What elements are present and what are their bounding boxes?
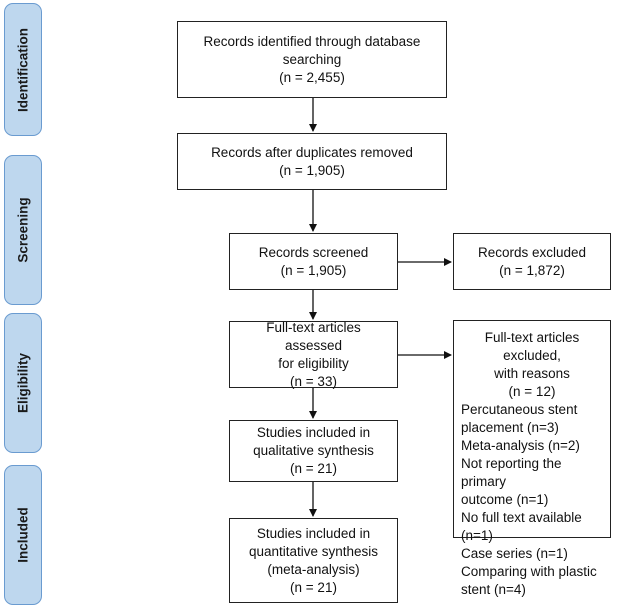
box-qualitative-synthesis: Studies included in qualitative synthesi…: [229, 420, 398, 482]
box-quantitative-synthesis-line2: quantitative synthesis: [248, 543, 379, 559]
box-quantitative-synthesis-line1: Studies included in: [256, 525, 371, 541]
stage-eligibility: Eligibility: [4, 313, 42, 453]
stage-included: Included: [4, 465, 42, 605]
box-qualitative-synthesis-line2: qualitative synthesis: [253, 443, 374, 458]
exclusion-reason-line: Percutaneous stent: [461, 402, 578, 417]
box-fulltext-assessed-line2: for eligibility: [278, 355, 349, 371]
exclusion-reason-line: stent (n=4): [461, 582, 526, 597]
box-records-identified-line1: Records identified through database: [203, 33, 421, 49]
exclusion-reason-line: placement (n=3): [461, 420, 559, 435]
box-records-excluded-line1: Records excluded: [477, 244, 587, 260]
box-records-identified-line3: (n = 2,455): [279, 69, 345, 85]
exclusion-reason-line: Comparing with plastic: [461, 564, 597, 579]
box-fulltext-excluded-line3: (n = 12): [508, 384, 556, 399]
box-records-excluded: Records excluded (n = 1,872): [453, 233, 611, 290]
box-fulltext-assessed-line3: (n = 33): [290, 373, 337, 389]
box-records-deduplicated: Records after duplicates removed (n = 1,…: [177, 133, 447, 190]
box-fulltext-assessed-line1: Full-text articles assessed: [266, 319, 361, 353]
box-qualitative-synthesis-line3: (n = 21): [290, 461, 337, 476]
box-records-excluded-line2: (n = 1,872): [499, 262, 565, 278]
exclusion-reason-line: Meta-analysis (n=2): [461, 438, 580, 453]
exclusion-reason-line: No full text available (n=1): [461, 510, 582, 543]
exclusion-reason-line: Case series (n=1): [461, 546, 568, 561]
box-quantitative-synthesis-line4: (n = 21): [290, 579, 337, 595]
box-fulltext-assessed: Full-text articles assessed for eligibil…: [229, 319, 398, 389]
box-quantitative-synthesis: Studies included in quantitative synthes…: [229, 518, 398, 603]
box-records-deduplicated-line1: Records after duplicates removed: [211, 144, 413, 160]
stage-screening: Screening: [4, 155, 42, 305]
box-records-deduplicated-line2: (n = 1,905): [279, 162, 345, 178]
box-quantitative-synthesis-line3: (meta-analysis): [267, 561, 360, 577]
stage-identification: Identification: [4, 3, 42, 136]
box-fulltext-excluded-line2: with reasons: [494, 366, 570, 381]
box-records-identified-line2: searching: [282, 51, 342, 67]
exclusion-reason-line: outcome (n=1): [461, 492, 549, 507]
box-fulltext-excluded-line1: Full-text articles excluded,: [484, 330, 580, 363]
box-records-screened-line2: (n = 1,905): [280, 262, 347, 278]
box-records-identified: Records identified through database sear…: [177, 21, 447, 98]
box-records-screened: Records screened (n = 1,905): [229, 233, 398, 290]
box-records-screened-line1: Records screened: [258, 244, 369, 260]
box-qualitative-synthesis-line1: Studies included in: [256, 425, 371, 440]
exclusion-reason-line: Not reporting the primary: [461, 456, 562, 489]
box-fulltext-excluded: Full-text articles excluded, with reason…: [453, 320, 611, 597]
